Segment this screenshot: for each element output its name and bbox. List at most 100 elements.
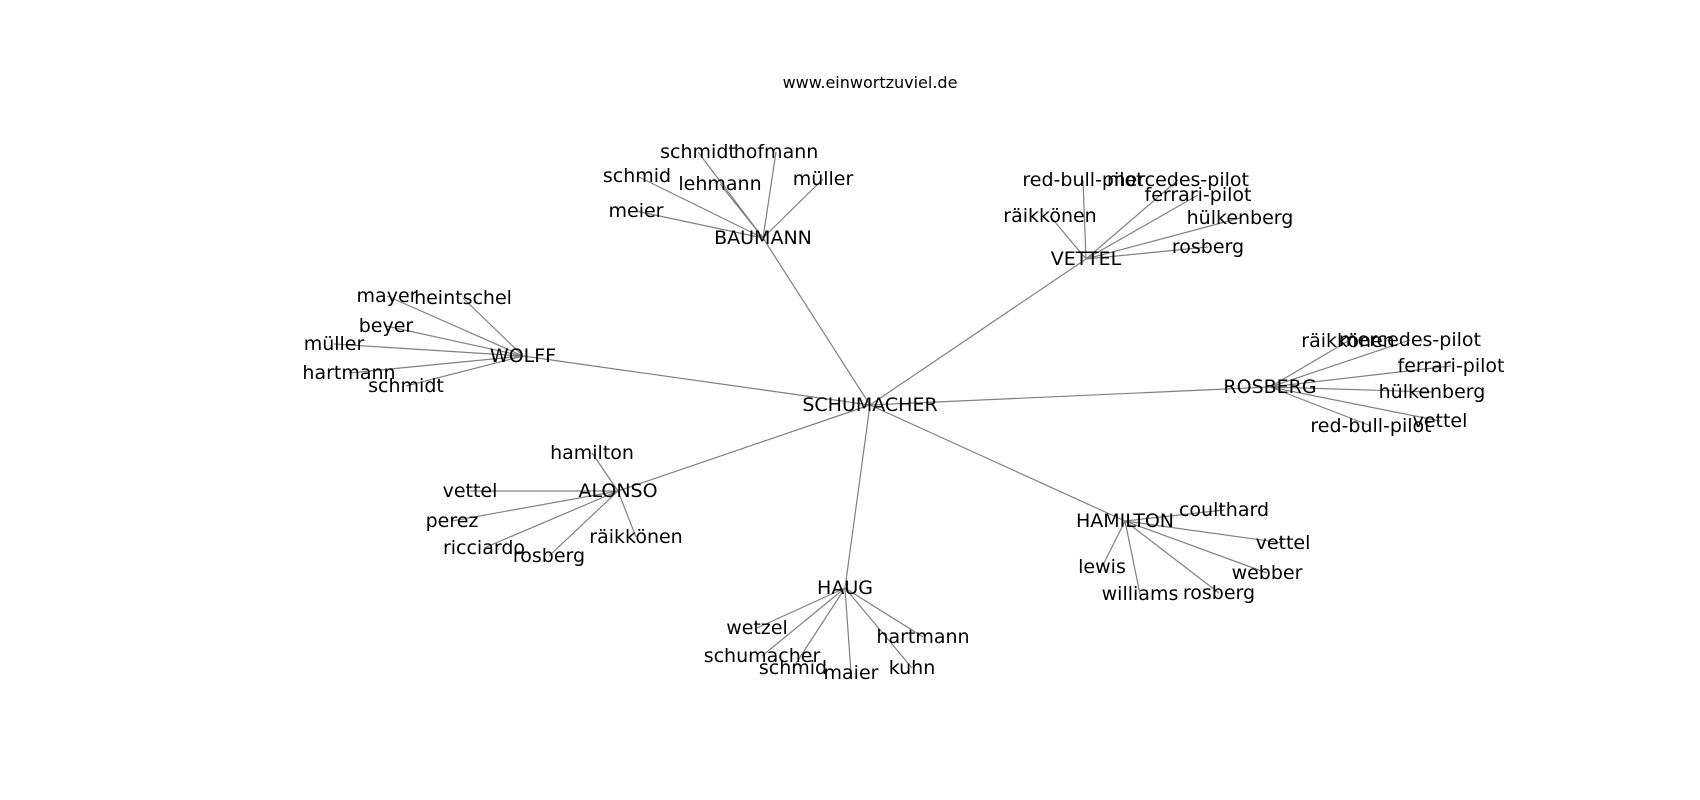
edge-hub-vettel-leaf-4 (1085, 217, 1241, 260)
edge-hub-rosberg-leaf-2 (1269, 365, 1452, 388)
edge-hub-baumann-leaf-4 (762, 178, 824, 239)
hub-rosberg-leaf-3-label: hülkenberg (1379, 381, 1486, 403)
hub-vettel-leaf-3-label: räikkönen (1003, 205, 1096, 227)
edge-hub-wolff-leaf-4 (348, 355, 524, 374)
hub-haug-leaf-2-label: schumacher (704, 645, 821, 667)
hub-vettel-label: VETTEL (1051, 248, 1122, 270)
edge-hub-vettel-leaf-2 (1085, 194, 1199, 260)
hub-vettel-leaf-2-label: ferrari-pilot (1145, 184, 1252, 206)
edge-hub-rosberg-leaf-1 (1269, 339, 1411, 388)
hub-rosberg-leaf-2-label: ferrari-pilot (1398, 355, 1505, 377)
hub-alonso-leaf-3-label: ricciardo (443, 537, 525, 559)
edge-hub-vettel-leaf-5 (1085, 246, 1209, 260)
edge-hub-alonso-leaf-3 (483, 490, 619, 549)
hub-rosberg-leaf-4-label: red-bull-pilot (1310, 415, 1431, 437)
edge-hub-hamilton-leaf-0 (1124, 509, 1225, 522)
edge-hub-haug-leaf-1 (844, 587, 924, 638)
hub-vettel-leaf-4-label: hülkenberg (1187, 207, 1294, 229)
hub-alonso-leaf-0-label: hamilton (550, 442, 634, 464)
page-title: www.einwortzuviel.de (783, 73, 958, 92)
edge-hub-wolff-leaf-2 (385, 325, 524, 357)
hub-wolff-leaf-1-label: heintschel (414, 287, 512, 309)
hub-baumann-leaf-1-label: hofmann (734, 141, 819, 163)
hub-wolff-leaf-4-label: hartmann (302, 362, 395, 384)
edge-hub-vettel-leaf-0 (1082, 179, 1087, 260)
hub-rosberg-label: ROSBERG (1223, 376, 1316, 398)
edge-hub-haug-leaf-0 (756, 587, 846, 629)
edge-hub-haug-leaf-2 (761, 587, 846, 657)
hub-baumann-leaf-4-label: müller (793, 168, 854, 190)
edge-hub-hamilton-leaf-2 (1124, 520, 1268, 574)
edge-center-hub-wolff (522, 355, 871, 406)
edge-hub-baumann-leaf-5 (635, 210, 764, 239)
hub-alonso-leaf-2-label: perez (426, 510, 479, 532)
hub-hamilton-leaf-3-label: lewis (1078, 556, 1126, 578)
hub-haug-leaf-3-label: schmid (759, 657, 827, 679)
hub-hamilton-leaf-4-label: williams (1102, 583, 1179, 605)
edge-hub-alonso-leaf-2 (451, 490, 619, 522)
edge-center-hub-haug (844, 404, 871, 589)
hub-alonso-label: ALONSO (578, 480, 657, 502)
hub-rosberg-leaf-5-label: vettel (1413, 410, 1468, 432)
hub-hamilton-leaf-5-label: rosberg (1183, 582, 1255, 604)
hub-vettel-leaf-0-label: red-bull-pilot (1022, 169, 1143, 191)
edge-hub-hamilton-leaf-3 (1101, 520, 1126, 568)
edge-hub-hamilton-leaf-1 (1124, 520, 1284, 544)
hub-vettel-leaf-1-label: mercedes-pilot (1107, 169, 1249, 191)
hub-wolff-leaf-5-label: schmidt (368, 375, 444, 397)
edge-hub-rosberg-leaf-0 (1269, 340, 1349, 388)
hub-haug-label: HAUG (817, 577, 873, 599)
edge-hub-wolff-leaf-0 (386, 295, 524, 357)
hub-baumann-leaf-3-label: lehmann (678, 173, 761, 195)
edge-hub-rosberg-leaf-5 (1269, 386, 1441, 422)
edge-center-hub-alonso (617, 404, 871, 492)
edge-center-hub-baumann (762, 237, 871, 406)
hub-haug-leaf-5-label: kuhn (889, 657, 936, 679)
hub-baumann-label: BAUMANN (714, 227, 812, 249)
hub-baumann-leaf-5-label: meier (609, 200, 664, 222)
edge-hub-alonso-leaf-4 (548, 490, 619, 557)
edge-hub-wolff-leaf-1 (462, 297, 524, 357)
edge-hub-rosberg-leaf-4 (1269, 386, 1372, 427)
hub-wolff-label: WOLFF (490, 345, 556, 367)
hub-rosberg-leaf-0-label: räikkönen (1301, 330, 1394, 352)
hub-vettel-leaf-5-label: rosberg (1172, 236, 1244, 258)
edge-hub-baumann-leaf-2 (636, 175, 764, 239)
hub-hamilton-leaf-2-label: webber (1232, 562, 1303, 584)
edge-hub-vettel-leaf-3 (1049, 215, 1087, 260)
edge-hub-haug-leaf-3 (792, 587, 846, 669)
hub-wolff-leaf-0-label: mayer (357, 285, 418, 307)
hub-haug-leaf-1-label: hartmann (876, 626, 969, 648)
edge-hub-haug-leaf-5 (844, 587, 913, 669)
edge-hub-vettel-leaf-1 (1085, 179, 1179, 260)
hub-alonso-leaf-5-label: räikkönen (589, 526, 682, 548)
hub-hamilton-label: HAMILTON (1076, 510, 1174, 532)
hub-haug-leaf-4-label: maier (824, 662, 879, 684)
edge-hub-hamilton-leaf-5 (1124, 520, 1220, 594)
edge-hub-rosberg-leaf-3 (1269, 386, 1433, 393)
hub-wolff-leaf-3-label: müller (304, 333, 365, 355)
edge-hub-hamilton-leaf-4 (1124, 520, 1141, 595)
edge-hub-baumann-leaf-1 (762, 151, 777, 239)
hub-wolff-leaf-2-label: beyer (359, 315, 414, 337)
edge-hub-baumann-leaf-3 (719, 183, 764, 239)
edge-hub-haug-leaf-4 (844, 587, 852, 674)
center-node-label: SCHUMACHER (802, 394, 937, 416)
graph-edges (333, 151, 1452, 674)
hub-baumann-leaf-2-label: schmid (603, 165, 671, 187)
hub-haug-leaf-0-label: wetzel (726, 617, 788, 639)
edge-hub-alonso-leaf-0 (591, 452, 619, 492)
edge-hub-wolff-leaf-5 (405, 355, 524, 387)
hub-hamilton-leaf-0-label: coulthard (1179, 499, 1269, 521)
hub-baumann-leaf-0-label: schmidt (660, 141, 736, 163)
edge-hub-alonso-leaf-5 (617, 490, 637, 538)
hub-alonso-leaf-1-label: vettel (443, 480, 498, 502)
edge-center-hub-rosberg (869, 386, 1271, 406)
edge-hub-wolff-leaf-3 (333, 343, 524, 357)
edge-center-hub-vettel (869, 258, 1087, 406)
hub-hamilton-leaf-1-label: vettel (1256, 532, 1311, 554)
edge-center-hub-hamilton (869, 404, 1126, 522)
hub-alonso-leaf-4-label: rosberg (513, 545, 585, 567)
